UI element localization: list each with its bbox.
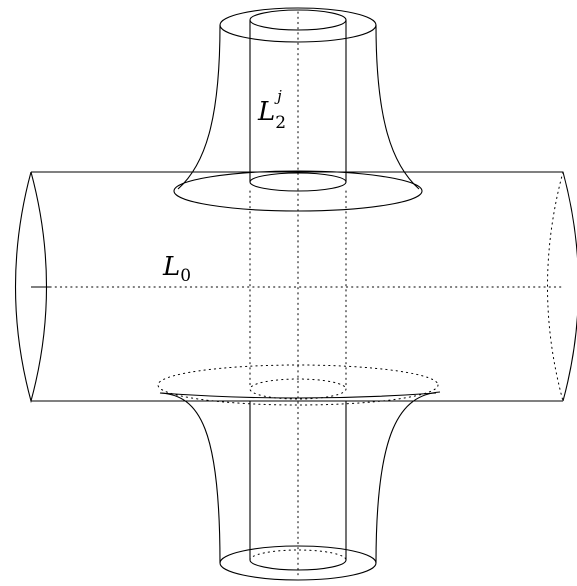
horizontal-cylinder-left-cap <box>14 171 48 404</box>
lower-tube <box>157 364 441 581</box>
upper-flare-left <box>177 24 221 190</box>
label-l0: L0 <box>162 252 191 286</box>
lower-flare-right <box>375 391 441 564</box>
lower-flare-left <box>159 392 221 564</box>
horizontal-cylinder <box>14 171 577 404</box>
lower-junction-front-curve <box>159 392 437 399</box>
lower-tube-outer-bottom-rim-back <box>219 545 377 564</box>
horizontal-cylinder-right-cap-back <box>547 171 564 402</box>
horizontal-cylinder-right-cap-front <box>562 171 577 402</box>
upper-flare-right <box>375 24 420 190</box>
hidden-inner-walls <box>249 11 347 576</box>
lower-tube-inner-bottom-rim-front <box>249 559 347 571</box>
lower-tube-outer-bottom-rim-front <box>219 562 377 581</box>
label-l2j: L2j <box>257 87 286 133</box>
lower-tube-inner-bottom-rim-back <box>249 549 347 561</box>
lower-junction-outer-ellipse <box>157 364 439 406</box>
lower-junction-inner-ellipse <box>249 378 347 400</box>
